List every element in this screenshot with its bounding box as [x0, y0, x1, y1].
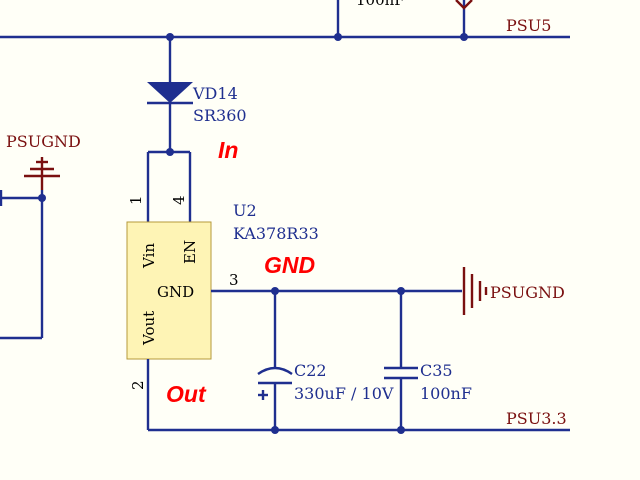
annotation-in: In — [218, 137, 238, 163]
c22-value: 330uF / 10V — [294, 384, 394, 403]
psu33-label: PSU3.3 — [506, 409, 567, 428]
top-cut-label: 100nF — [356, 0, 405, 9]
regulator-body — [126, 221, 212, 360]
psu5-label: PSU5 — [506, 16, 551, 35]
junction-node — [334, 33, 342, 41]
c22-ref: C22 — [294, 361, 327, 380]
diode-value: SR360 — [193, 106, 247, 125]
c22-curved-plate — [257, 366, 293, 375]
pin-number-2: 2 — [129, 380, 147, 390]
c35-ref: C35 — [420, 361, 453, 380]
pin-label-vin: Vin — [140, 243, 158, 269]
pin-label-gnd: GND — [157, 283, 194, 301]
psugnd-right-label: PSUGND — [490, 283, 565, 302]
pin-number-3: 3 — [229, 271, 239, 289]
pin-number-1: 1 — [127, 195, 145, 205]
regulator-value: KA378R33 — [233, 224, 319, 243]
junction-node — [38, 194, 46, 202]
psugnd-left-label: PSUGND — [6, 132, 81, 151]
junction-node — [397, 426, 405, 434]
junction-node — [166, 148, 174, 156]
pin-label-en: EN — [181, 240, 199, 264]
pin-label-vout: Vout — [140, 311, 158, 346]
junction-node — [271, 426, 279, 434]
regulator-ref: U2 — [233, 201, 257, 220]
c35-value: 100nF — [420, 384, 472, 403]
annotation-out: Out — [166, 381, 207, 407]
annotation-gnd: GND — [264, 252, 315, 278]
diode-icon — [147, 82, 193, 103]
junction-node — [460, 33, 468, 41]
pin-number-4: 4 — [170, 195, 188, 205]
diode-ref: VD14 — [192, 84, 238, 103]
top-diode-icon — [455, 0, 473, 10]
